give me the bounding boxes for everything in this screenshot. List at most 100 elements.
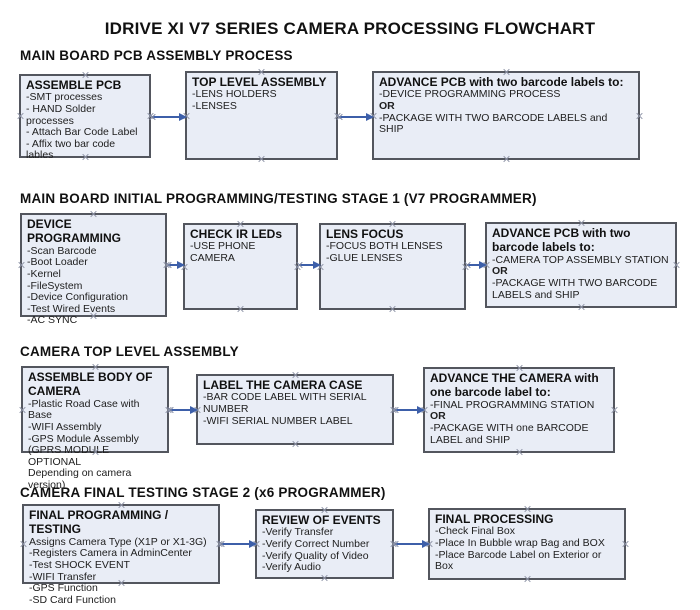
flow-box-line: -LENS HOLDERS (192, 88, 277, 101)
connection-point-icon (321, 574, 329, 582)
flow-box-lines: -Verify Transfer-Verify Correct Number-V… (262, 527, 387, 573)
connection-point-icon (237, 305, 245, 313)
flow-box-line: -BAR CODE LABEL WITH SERIAL NUMBER (203, 391, 367, 415)
flow-box-line: -GPS Function (29, 582, 98, 595)
flow-box-line: -USE PHONE CAMERA (190, 240, 256, 264)
flow-box-line: -FileSystem (27, 279, 83, 292)
flow-box-lines: -Plastic Road Case with Base-WIFI Assemb… (28, 398, 162, 492)
connection-point-icon (17, 261, 25, 269)
connection-point-icon (523, 575, 531, 583)
flow-box-final-programming-testing: FINAL PROGRAMMING / TESTING Assigns Came… (19, 504, 220, 605)
flow-box-line: - Affix two bar code lables (26, 137, 116, 162)
connector-arrow (467, 260, 487, 269)
flow-box-line: OR (379, 99, 395, 112)
flow-box-line: -FOCUS BOTH LENSES (326, 240, 443, 253)
flow-box-final-processing: FINAL PROCESSING -Check Final Box -Place … (428, 508, 626, 580)
flow-box-title: LENS FOCUS (326, 227, 404, 241)
flow-box-lines: -FOCUS BOTH LENSES-GLUE LENSES (326, 241, 459, 264)
flow-box-line: -Place Barcode Label on Exterior or Box (435, 548, 602, 573)
flow-box-title: DEVICE PROGRAMMING (27, 217, 121, 246)
flow-box-line: Depending on camera version) (28, 467, 132, 491)
connection-point-icon (217, 540, 225, 548)
flow-box-device-programming: DEVICE PROGRAMMING -Scan Barcode-Boot Lo… (17, 213, 167, 326)
flow-box-title: TOP LEVEL ASSEMBLY (192, 75, 327, 89)
flow-box-line: -WIFI SERIAL NUMBER LABEL (203, 414, 353, 427)
connection-point-icon (291, 440, 299, 448)
flow-box-line: -DEVICE PROGRAMMING PROCESS (379, 88, 561, 101)
flow-box-line: -PACKAGE WITH TWO BARCODE LABELS and SHI… (492, 276, 658, 301)
section-heading-initial-programming: MAIN BOARD INITIAL PROGRAMMING/TESTING S… (20, 191, 537, 206)
connector-arrow (395, 405, 425, 414)
flow-box-title: CHECK IR LEDs (190, 227, 283, 241)
flow-box-line: -WIFI Assembly (28, 420, 102, 433)
flow-box-lines: -LENS HOLDERS-LENSES (192, 89, 331, 112)
flow-box-advance-camera: ADVANCE THE CAMERA with one barcode labe… (423, 367, 615, 453)
flow-box-review-of-events: REVIEW OF EVENTS -Verify Transfer-Verify… (255, 509, 394, 579)
connection-point-icon (295, 261, 303, 269)
flow-box-line: -Scan Barcode (27, 244, 97, 257)
section-heading-final-testing: CAMERA FINAL TESTING STAGE 2 (x6 PROGRAM… (20, 485, 386, 500)
page-title: IDRIVE XI V7 SERIES CAMERA PROCESSING FL… (104, 19, 596, 38)
flow-box-lines: -BAR CODE LABEL WITH SERIAL NUMBER-WIFI … (203, 392, 387, 427)
flow-box-line: -WIFI Transfer (29, 570, 97, 583)
flow-box-line: -GLUE LENSES (326, 251, 403, 264)
connection-point-icon (391, 540, 399, 548)
connector-arrow (339, 112, 374, 121)
flow-box-line: (GPRS MODULE OPTIONAL (28, 444, 110, 468)
connector-arrow (299, 260, 321, 269)
flow-box-line: -Verify Audio (262, 561, 321, 574)
flow-box-lens-focus: LENS FOCUS -FOCUS BOTH LENSES-GLUE LENSE… (319, 223, 466, 310)
connection-point-icon (672, 261, 680, 269)
flow-box-title: ASSEMBLE BODY OF CAMERA (28, 370, 153, 399)
connection-point-icon (18, 406, 26, 414)
flow-box-line: -Verify Quality of Video (262, 549, 369, 562)
flow-box-title: REVIEW OF EVENTS (262, 513, 381, 527)
flow-box-line: -Boot Loader (27, 256, 88, 269)
connector-arrow (152, 112, 187, 121)
flow-box-assemble-pcb: ASSEMBLE PCB -SMT processes- HAND Solder… (19, 74, 151, 161)
section-heading-top-level-assembly: CAMERA TOP LEVEL ASSEMBLY (20, 344, 239, 359)
connection-point-icon (335, 113, 343, 121)
flow-box-title: ADVANCE PCB with two barcode labels to: (379, 75, 624, 89)
flow-box-line: -SD Card Function (29, 593, 116, 606)
flow-box-line: -GPS Module Assembly (28, 432, 139, 445)
flow-box-advance-pcb-row1: ADVANCE PCB with two barcode labels to: … (372, 71, 640, 160)
connection-point-icon (610, 406, 618, 414)
flow-box-advance-pcb-row2: ADVANCE PCB with two barcode labels to: … (485, 222, 677, 308)
flow-box-title: LABEL THE CAMERA CASE (203, 378, 363, 392)
flow-box-lines: Assigns Camera Type (X1P or X1-3G)-Regis… (29, 536, 213, 607)
flow-box-line: - HAND Solder processes (26, 102, 96, 127)
connector-arrow (221, 539, 257, 548)
connection-point-icon (391, 406, 399, 414)
flow-box-lines: -Scan Barcode-Boot Loader-Kernel-FileSys… (27, 244, 160, 327)
flow-box-line: -PACKAGE WITH TWO BARCODE LABELS and SHI… (379, 111, 608, 136)
connection-point-icon (258, 155, 266, 163)
flow-box-lines: -USE PHONE CAMERA (190, 241, 291, 264)
flow-box-line: -CAMERA TOP ASSEMBLY STATION (492, 253, 669, 266)
connection-point-icon (515, 448, 523, 456)
connector-arrow (170, 405, 198, 414)
flow-box-lines: -SMT processes- HAND Solder processes - A… (26, 92, 144, 162)
flow-box-line: -SMT processes (26, 91, 103, 104)
flow-box-assemble-body: ASSEMBLE BODY OF CAMERA -Plastic Road Ca… (18, 366, 169, 491)
flow-box-line: -PACKAGE WITH one BARCODE LABEL and SHIP (430, 421, 589, 446)
connection-point-icon (19, 540, 27, 548)
connection-point-icon (621, 540, 629, 548)
flow-box-line: -Verify Correct Number (262, 537, 370, 550)
flow-box-line: -Test SHOCK EVENT (29, 558, 130, 571)
connection-point-icon (389, 305, 397, 313)
connection-point-icon (164, 261, 172, 269)
flow-box-title: FINAL PROCESSING (435, 512, 554, 526)
flow-box-title: ASSEMBLE PCB (26, 78, 122, 92)
flow-box-top-level-assembly: TOP LEVEL ASSEMBLY -LENS HOLDERS-LENSES (185, 71, 338, 160)
connection-point-icon (463, 261, 471, 269)
connection-point-icon (577, 303, 585, 311)
flow-box-line: OR (430, 410, 446, 423)
section-heading-pcb-assembly: MAIN BOARD PCB ASSEMBLY PROCESS (20, 48, 293, 63)
flow-box-line: -Registers Camera in AdminCenter (29, 547, 192, 560)
connector-arrow (395, 539, 430, 548)
flow-box-line: -Check Final Box (435, 525, 515, 538)
connection-point-icon (635, 112, 643, 120)
flow-box-line: -Device Configuration (27, 291, 128, 304)
flow-box-label-camera-case: LABEL THE CAMERA CASE -BAR CODE LABEL WI… (196, 374, 394, 445)
